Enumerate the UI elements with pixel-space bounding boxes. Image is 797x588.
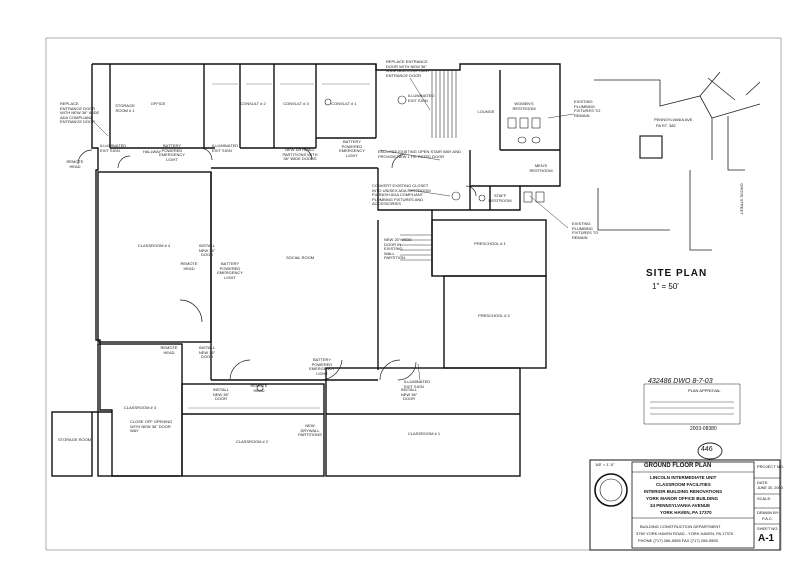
plan-approval-label: PLAN APPROVAL (688, 388, 721, 393)
project-no-label: PROJECT NO. (757, 464, 784, 469)
room-mens-restroom: MEN'S RESTROOM (529, 163, 553, 173)
note-enclose-stair: ENCLOSE EXISTING OPEN STAIR WAY AND PROV… (378, 149, 461, 159)
note-install-door-4: INSTALL NEW 36" DOOR (400, 387, 418, 401)
room-consult-3: CONSULT # 3 (283, 101, 309, 106)
project-line-2: CLASSROOM FACILITIES (656, 482, 711, 487)
room-consult-1: CONSULT # 1 (331, 101, 357, 106)
note-remote-head-4: REMOTE HEAD (250, 383, 268, 393)
approval-note: 432486 DWO 8-7-03 (648, 378, 713, 385)
room-consult-2: CONSULT # 2 (240, 101, 266, 106)
sheet-title: GROUND FLOOR PLAN (644, 463, 712, 469)
room-classroom-2: CLASSROOM # 2 (235, 439, 269, 444)
note-exit-sign-4: ILLUMINATED EXIT SIGN (404, 379, 431, 389)
date-value: JUNE 30, 2003 (757, 486, 783, 490)
stamp-number: 2003-08380 (690, 426, 717, 432)
site-street-1: PENNSYLVANIA AVE (654, 117, 693, 122)
room-womens-restroom: WOMEN'S RESTROOM (512, 101, 536, 111)
note-battery-light-2: BATTERY POWERED EMERGENCY LIGHT (339, 139, 365, 158)
note-battery-light-1: BATTERY POWERED EMERGENCY LIGHT (159, 143, 185, 162)
room-office: OFFICE (150, 101, 166, 106)
note-exit-sign-1: ILLUMINATED EXIT SIGN (100, 143, 127, 153)
project-line-6: YORK HAVEN, PA 17370 (660, 510, 712, 515)
room-social-room: SOCIAL ROOM (285, 255, 315, 260)
note-existing-plumbing-1: EXISTING PLUMBING FIXTURES TO REMAIN (574, 99, 601, 118)
room-preschool-1: PRESCHOOL # 1 (474, 241, 506, 246)
note-battery-light-4: BATTERY POWERED EMERGENCY LIGHT (309, 357, 335, 376)
drawing-tag: 446 (701, 446, 713, 453)
walls (51, 63, 561, 477)
annotation-circles (256, 95, 407, 392)
project-line-5: 34 PENNSYLVANIA AVENUE (650, 503, 711, 508)
note-remote-head-2: REMOTE HEAD (180, 261, 198, 271)
project-line-3: INTERIOR BUILDING RENOVATIONS (644, 489, 723, 494)
note-existing-plumbing-2: EXISTING PLUMBING FIXTURES TO REMAIN (572, 221, 599, 240)
note-install-door-1: INSTALL NEW 36" DOOR (198, 243, 216, 257)
approval-stamp (643, 383, 741, 460)
site-plan-title: SITE PLAN (646, 268, 708, 279)
site-street-3: GROVE STREET (739, 183, 745, 215)
footer-line-1: BUILDING CONSTRUCTION DEPARTMENT (640, 524, 721, 529)
note-remote-head-1: REMOTE HEAD (66, 159, 84, 169)
dimension-lines (188, 83, 370, 409)
drawn-label: DRAWN BY: (757, 510, 780, 515)
footer-line-3: PHONE (717) 266-5555 FAX (717) 266-5555 (638, 538, 718, 543)
note-hallway: HALLWAY (142, 149, 162, 154)
sheet-no-label: SHEET NO. (757, 526, 779, 531)
drawn-value: P.A.C. (762, 516, 774, 521)
note-existing-closet: CONVERT EXISTING CLOSET INTO UNISEX ADA … (372, 183, 431, 206)
note-remote-head-3: REMOTE HEAD (160, 345, 178, 355)
room-staff-restroom: STAFF RESTROOM (488, 193, 512, 203)
note-install-door-2: INSTALL NEW 36" DOOR (198, 345, 216, 359)
site-plan (594, 71, 761, 251)
room-classroom-1: CLASSROOM # 1 (407, 431, 441, 436)
note-replace-door-1: REPLACE ENTRANCE DOOR WITH NEW 36" WIDE … (60, 101, 100, 124)
sheet-border (45, 37, 782, 551)
room-storage-2: STORAGE ROOM (58, 437, 92, 442)
site-street-2: PA RT. 382 (656, 123, 676, 128)
scale-label: SCALE: (757, 496, 772, 501)
note-new-partitions-1: NEW DRYWALL PARTITIONS WITH 36" WIDE DOO… (282, 147, 318, 161)
note-battery-light-3: BATTERY POWERED EMERGENCY LIGHT (217, 261, 243, 280)
note-replace-door-2: REPLACE ENTRANCE DOOR WITH NEW 36" WIDE … (386, 59, 430, 78)
leader-lines (89, 77, 575, 381)
title-block (589, 459, 781, 551)
note-exit-sign-2: ILLUMINATED EXIT SIGN (212, 143, 239, 153)
note-exit-sign-3: ILLUMINATED EXIT SIGN (408, 93, 435, 103)
note-install-door-3: INSTALL NEW 36" DOOR (212, 387, 230, 401)
date-label: DATE: (757, 480, 769, 485)
room-classroom-4: CLASSROOM # 4 (137, 243, 171, 248)
plumbing-fixtures (451, 117, 545, 203)
sheet-scale: 1/8" = 1'-0" (595, 462, 615, 467)
note-close-off: CLOSE OFF OPENING WITH NEW 36" DOOR WAY (130, 419, 173, 433)
note-new-door-partition: NEW 20" WIDE DOOR IN EXISTING WALL PARTI… (384, 237, 412, 260)
door-swings (77, 147, 477, 381)
room-lounge: LOUNGE (477, 109, 495, 114)
footer-line-2: 3750 YORK HAVEN ROAD - YORK HAVEN, PA 17… (636, 531, 734, 536)
sheet-number: A-1 (758, 533, 775, 544)
stair-hatching (400, 70, 457, 261)
site-plan-scale: 1" = 50' (652, 282, 679, 291)
note-new-partitions-2: NEW DRYWALL PARTITIONS (298, 423, 322, 437)
room-preschool-2: PRESCHOOL # 2 (478, 313, 510, 318)
project-line-4: YORK MANOR OFFICE BUILDING (646, 496, 718, 501)
room-classroom-3: CLASSROOM # 3 (123, 405, 157, 410)
room-storage-1: STORAGE ROOM # 1 (115, 103, 135, 113)
project-line-1: LINCOLN INTERMEDIATE UNIT (650, 475, 717, 480)
